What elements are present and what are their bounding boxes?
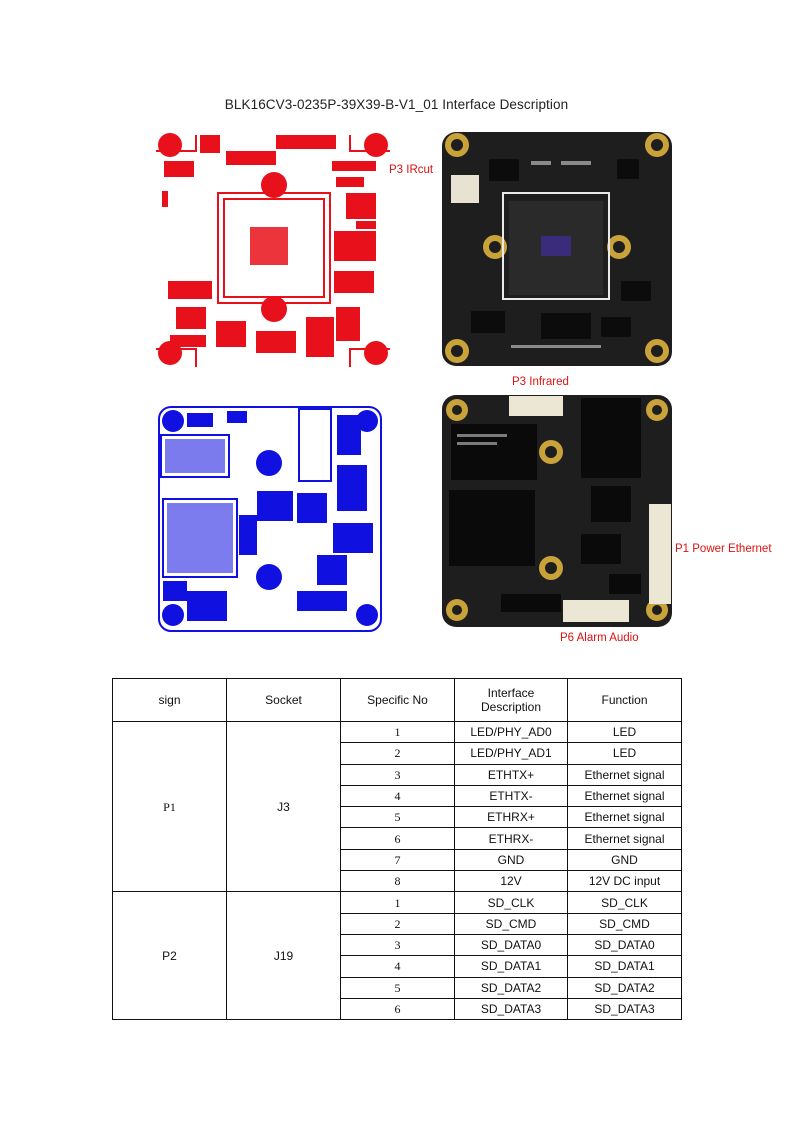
page-title: BLK16CV3-0235P-39X39-B-V1_01 Interface D… (224, 97, 569, 112)
pin-function: SD_CMD (567, 912, 682, 935)
pin-function: LED (567, 720, 682, 744)
table-row: 7 GND GND (113, 848, 682, 872)
pin-function: 12V DC input (567, 870, 682, 893)
pin-function: LED (567, 742, 682, 765)
label-p1-power-ethernet: P1 Power Ethernet (675, 543, 772, 555)
pin-number: 6 (340, 827, 455, 850)
pin-function: Ethernet signal (567, 827, 682, 850)
pin-function: GND (567, 848, 682, 872)
table-row: 2 LED/PHY_AD1 LED (113, 742, 682, 765)
header-specific-no: Specific No (340, 678, 455, 722)
header-function: Function (567, 678, 682, 722)
pin-description: ETHTX+ (454, 763, 568, 786)
table-row: 6 SD_DATA3 SD_DATA3 (113, 997, 682, 1021)
sign-cell: P1 (112, 720, 227, 893)
pin-number: 4 (340, 955, 455, 978)
pin-number: 2 (340, 912, 455, 935)
pin-number: 5 (340, 976, 455, 999)
header-interface-description: Interface Description (454, 678, 568, 722)
pin-function: SD_CLK (567, 891, 682, 914)
pcb-back-photo (442, 395, 672, 627)
pin-number: 5 (340, 806, 455, 829)
pcb-front-photo (442, 132, 672, 366)
table-row: P1 J3 1 LED/PHY_AD0 LED (112, 720, 682, 893)
pin-description: SD_CMD (454, 912, 568, 935)
pin-description: SD_DATA3 (454, 997, 568, 1021)
table-row: 4 ETHTX- Ethernet signal (113, 784, 682, 808)
table-row: 6 ETHRX- Ethernet signal (113, 827, 682, 850)
pin-function: SD_DATA0 (567, 933, 682, 957)
label-p6-alarm-audio: P6 Alarm Audio (560, 632, 639, 644)
pin-number: 1 (340, 891, 455, 914)
table-header-row: sign Socket Specific No Interface Descri… (112, 678, 682, 722)
pin-number: 2 (340, 742, 455, 765)
pin-function: Ethernet signal (567, 763, 682, 786)
table-row: 4 SD_DATA1 SD_DATA1 (113, 955, 682, 978)
pin-number: 3 (340, 763, 455, 786)
pin-function: SD_DATA2 (567, 976, 682, 999)
pin-function: SD_DATA3 (567, 997, 682, 1021)
pin-number: 6 (340, 997, 455, 1021)
table-row: 5 SD_DATA2 SD_DATA2 (113, 976, 682, 999)
pin-description: SD_DATA2 (454, 976, 568, 999)
table-row: 5 ETHRX+ Ethernet signal (113, 806, 682, 829)
sign-cell: P2 (112, 891, 227, 1021)
interface-table: sign Socket Specific No Interface Descri… (112, 678, 682, 1021)
header-socket: Socket (226, 678, 341, 722)
pin-description: SD_DATA0 (454, 933, 568, 957)
socket-cell: J19 (226, 891, 341, 1021)
label-p3-infrared: P3 Infrared (512, 376, 569, 388)
pin-description: GND (454, 848, 568, 872)
pin-description: LED/PHY_AD0 (454, 720, 568, 744)
pin-function: Ethernet signal (567, 806, 682, 829)
pin-description: ETHRX+ (454, 806, 568, 829)
pin-function: SD_DATA1 (567, 955, 682, 978)
bottom-layer-layout-diagram (158, 406, 382, 632)
pin-description: SD_CLK (454, 891, 568, 914)
pin-description: LED/PHY_AD1 (454, 742, 568, 765)
socket-cell: J3 (226, 720, 341, 893)
pin-number: 3 (340, 933, 455, 957)
table-row: 2 SD_CMD SD_CMD (113, 912, 682, 935)
table-row: 3 ETHTX+ Ethernet signal (113, 763, 682, 786)
table-row: P2 J19 1 SD_CLK SD_CLK (112, 891, 682, 1021)
pin-description: 12V (454, 870, 568, 893)
pin-number: 7 (340, 848, 455, 872)
pin-function: Ethernet signal (567, 784, 682, 808)
pin-description: ETHRX- (454, 827, 568, 850)
pin-number: 1 (340, 720, 455, 744)
pin-description: SD_DATA1 (454, 955, 568, 978)
label-p3-ircut: P3 IRcut (389, 164, 434, 176)
pin-number: 4 (340, 784, 455, 808)
header-sign: sign (112, 678, 227, 722)
pin-description: ETHTX- (454, 784, 568, 808)
pin-number: 8 (340, 870, 455, 893)
top-layer-layout-diagram (156, 133, 390, 367)
